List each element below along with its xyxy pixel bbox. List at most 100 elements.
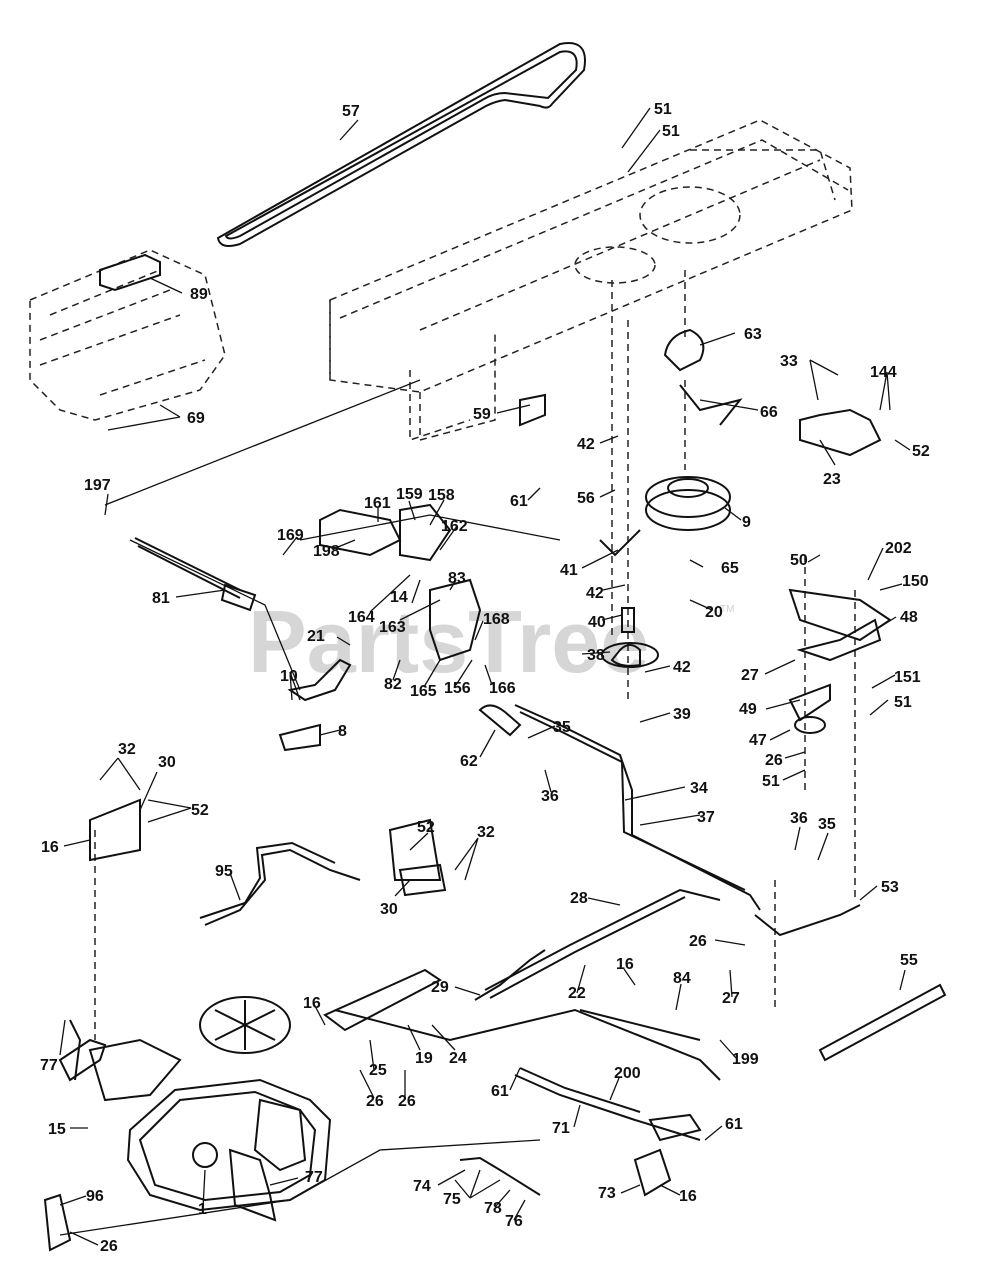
part-label: 150 [902, 573, 929, 590]
part-label: 42 [673, 659, 691, 676]
part-label: 35 [818, 816, 836, 833]
part-label: 65 [721, 560, 739, 577]
part-label: 38 [587, 647, 605, 664]
watermark: PartsTree [248, 592, 649, 691]
part-label: 169 [277, 527, 304, 544]
part-label: 15 [48, 1121, 66, 1138]
part-label: 78 [484, 1200, 502, 1217]
part-label: 166 [489, 680, 516, 697]
transaxle [88, 996, 332, 1222]
part-label: 164 [348, 609, 375, 626]
part-label: 158 [428, 487, 455, 504]
part-label: 61 [725, 1116, 743, 1133]
part-label: 75 [443, 1191, 461, 1208]
part-label: 27 [722, 990, 740, 1007]
part-label: 23 [823, 471, 841, 488]
part-label: 52 [191, 802, 209, 819]
part-label: 47 [749, 732, 767, 749]
part-label: 202 [885, 540, 912, 557]
part-label: 77 [305, 1169, 323, 1186]
part-label: 51 [894, 694, 912, 711]
part-label: 66 [760, 404, 778, 421]
part-label: 144 [870, 364, 897, 381]
part-label: 49 [739, 701, 757, 718]
part-label: 16 [679, 1188, 697, 1205]
part-label: 197 [84, 477, 111, 494]
part-label: 16 [41, 839, 59, 856]
part-label: 57 [342, 103, 360, 120]
part-label: 199 [732, 1051, 759, 1068]
part-label: 71 [552, 1120, 570, 1137]
part-label: 42 [577, 436, 595, 453]
part-label: 26 [100, 1238, 118, 1255]
part-label: 161 [364, 495, 391, 512]
part-label: 20 [705, 604, 723, 621]
drive-belt [216, 42, 586, 247]
part-label: 41 [560, 562, 578, 579]
part-label: 151 [894, 669, 921, 686]
part-label: 1 [198, 1201, 207, 1218]
part-label: 37 [697, 809, 715, 826]
part-label: 163 [379, 619, 406, 636]
part-label: 59 [473, 406, 491, 423]
part-label: 26 [689, 933, 707, 950]
part-label: 52 [417, 819, 435, 836]
part-label: 32 [477, 824, 495, 841]
part-label: 51 [654, 101, 672, 118]
part-label: 36 [541, 788, 559, 805]
part-label: 26 [765, 752, 783, 769]
part-label: 40 [588, 614, 606, 631]
part-label: 73 [598, 1185, 616, 1202]
tractor-frame [329, 119, 853, 442]
part-label: 51 [662, 123, 680, 140]
part-label: 56 [577, 490, 595, 507]
part-label: 36 [790, 810, 808, 827]
part-label: 89 [190, 286, 208, 303]
part-label: 198 [313, 543, 340, 560]
part-label: 42 [586, 585, 604, 602]
part-label: 26 [366, 1093, 384, 1110]
part-label: 55 [900, 952, 918, 969]
part-labels: 57 51 51 89 69 63 66 33 144 52 23 59 42 … [40, 101, 930, 1255]
part-label: 52 [912, 443, 930, 460]
part-label: 74 [413, 1178, 431, 1195]
part-label: 51 [762, 773, 780, 790]
part-label: 16 [303, 995, 321, 1012]
part-label: 28 [570, 890, 588, 907]
part-label: 61 [510, 493, 528, 510]
part-label: 34 [690, 780, 708, 797]
part-label: 29 [431, 979, 449, 996]
part-label: 10 [280, 668, 298, 685]
part-label: 162 [441, 518, 468, 535]
part-label: 21 [307, 628, 325, 645]
part-label: 39 [673, 706, 691, 723]
part-label: 24 [449, 1050, 467, 1067]
part-label: 83 [448, 570, 466, 587]
part-label: 16 [616, 956, 634, 973]
part-label: 200 [614, 1065, 641, 1082]
part-label: 53 [881, 879, 899, 896]
part-label: 82 [384, 676, 402, 693]
part-label: 48 [900, 609, 918, 626]
part-label: 95 [215, 863, 233, 880]
part-label: 33 [780, 353, 798, 370]
part-label: 69 [187, 410, 205, 427]
part-label: 22 [568, 985, 586, 1002]
part-label: 32 [118, 741, 136, 758]
part-label: 76 [505, 1213, 523, 1230]
part-label: 168 [483, 611, 510, 628]
part-label: 30 [380, 901, 398, 918]
part-label: 77 [40, 1057, 58, 1074]
leader-lines [59, 107, 911, 1246]
part-label: 9 [742, 514, 751, 531]
part-label: 96 [86, 1188, 104, 1205]
part-label: 63 [744, 326, 762, 343]
watermark-tm: TM [720, 604, 734, 615]
part-label: 84 [673, 970, 691, 987]
part-label: 14 [390, 589, 408, 606]
part-label: 165 [410, 683, 437, 700]
part-label: 30 [158, 754, 176, 771]
part-label: 159 [396, 486, 423, 503]
fender-outline [29, 249, 226, 421]
